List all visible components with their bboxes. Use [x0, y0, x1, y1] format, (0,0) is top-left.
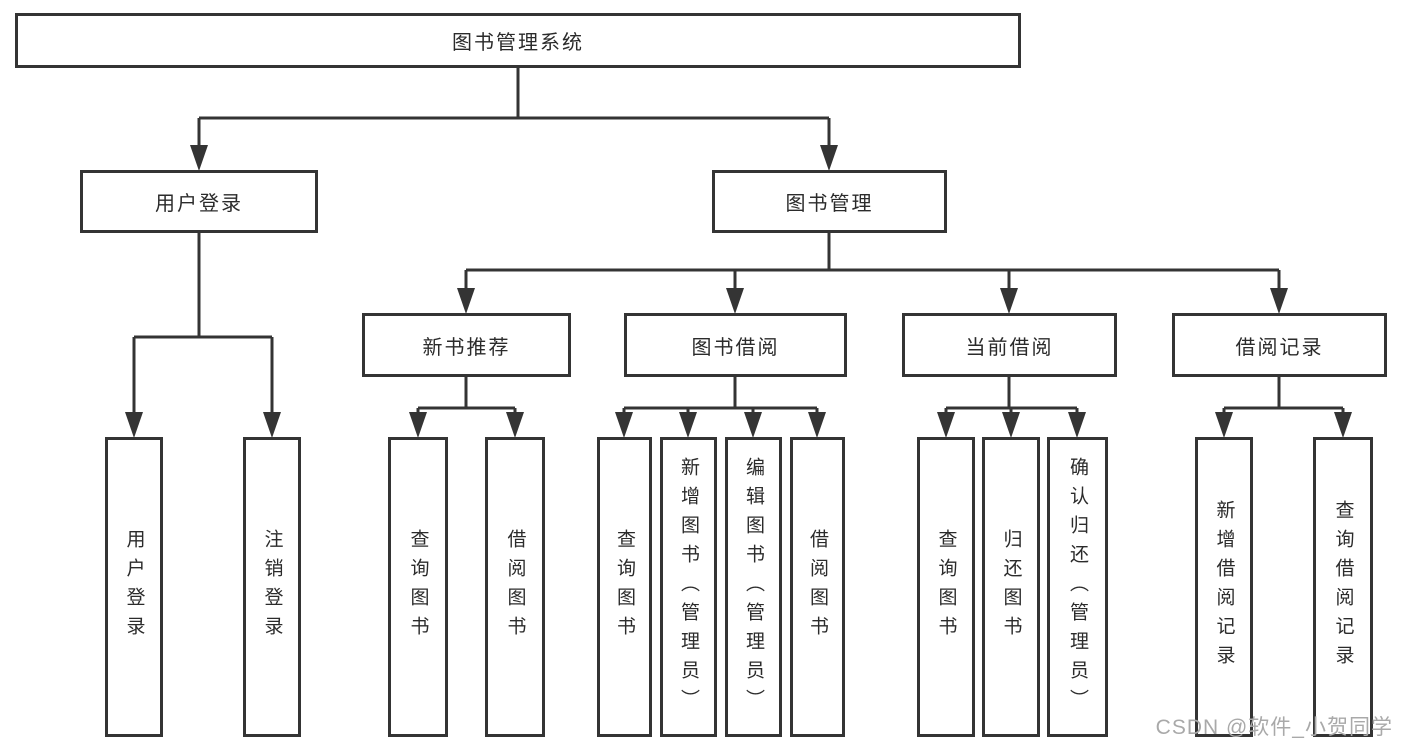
arrowheads [125, 145, 1352, 438]
leaf-add-borrow-record: 新增借阅记录 [1195, 437, 1253, 737]
leaf-borrow-books-borrowing: 借阅图书 [790, 437, 845, 737]
leaf-user-login: 用户登录 [105, 437, 163, 737]
leaf-query-books-borrowing: 查询图书 [597, 437, 652, 737]
leaf-add-books-admin: 新增图书（管理员） [660, 437, 717, 737]
leaf-return-books: 归还图书 [982, 437, 1040, 737]
leaf-confirm-return-admin: 确认归还（管理员） [1047, 437, 1108, 737]
leaf-logout-login: 注销登录 [243, 437, 301, 737]
leaf-query-borrow-record: 查询借阅记录 [1313, 437, 1373, 737]
node-book-management-branch: 图书管理 [712, 170, 947, 233]
leaf-query-books-recommend: 查询图书 [388, 437, 448, 737]
watermark-csdn: CSDN @软件_小贺同学 [1155, 716, 1393, 739]
leaf-borrow-books-recommend: 借阅图书 [485, 437, 545, 737]
node-book-borrowing: 图书借阅 [624, 313, 847, 377]
leaf-edit-books-admin: 编辑图书（管理员） [725, 437, 782, 737]
node-new-book-recommendation: 新书推荐 [362, 313, 571, 377]
node-borrowing-records: 借阅记录 [1172, 313, 1387, 377]
node-current-borrowing: 当前借阅 [902, 313, 1117, 377]
node-user-login-branch: 用户登录 [80, 170, 318, 233]
leaf-query-books-current: 查询图书 [917, 437, 975, 737]
node-root: 图书管理系统 [15, 13, 1021, 68]
